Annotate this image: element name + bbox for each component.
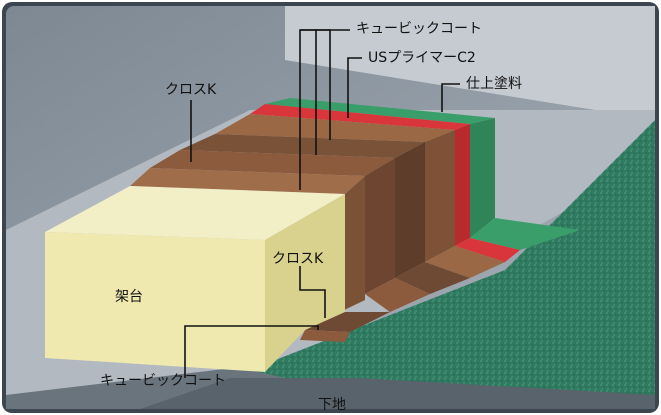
foot-primer xyxy=(455,238,520,262)
leader-finish xyxy=(441,83,460,112)
label-stand: 架台 xyxy=(115,289,143,305)
label-substrate: 下地 xyxy=(318,397,346,413)
leader-cubic-bottom xyxy=(184,325,319,378)
leader-crossk-lower xyxy=(299,266,326,318)
foot-crossk-upper xyxy=(425,246,505,278)
label-cubic-coat-top: キュービックコート xyxy=(356,21,482,37)
foot-crossk-mid xyxy=(365,278,430,312)
label-us-primer: USプライマーC2 xyxy=(368,50,476,66)
layer-finish-top xyxy=(265,98,495,124)
layer-finish-side xyxy=(470,118,495,238)
layer-primer-side xyxy=(455,124,470,246)
foot-cubic-upper xyxy=(395,262,470,294)
leader-cubic-top-3 xyxy=(316,29,331,140)
layer-crossk-mid-side xyxy=(365,158,395,294)
label-cubic-coat-bottom: キュービックコート xyxy=(100,373,226,389)
layer-primer-top xyxy=(250,104,470,130)
stand-front xyxy=(45,232,265,372)
finished-floor xyxy=(250,120,655,395)
substrate-strip xyxy=(140,378,655,409)
stand-side xyxy=(265,194,345,372)
layer-cubic-upper-top xyxy=(180,134,425,158)
stand-top xyxy=(45,186,345,240)
leader-lines xyxy=(184,29,460,378)
layer-crossk-upper-side xyxy=(425,130,455,262)
label-cross-k-lower: クロスK xyxy=(272,251,324,267)
layer-cubic-upper-side xyxy=(395,142,425,278)
layer-crossk-upper-top xyxy=(215,114,455,142)
layer-base-top xyxy=(130,168,365,194)
label-cross-k-top: クロスK xyxy=(165,82,217,98)
leader-us-primer xyxy=(347,57,362,118)
label-finish-paint: 仕上塗料 xyxy=(466,76,522,92)
layer-base-side xyxy=(340,176,365,312)
foot-finish xyxy=(470,218,580,250)
layer-crossk-mid-top xyxy=(150,150,395,176)
foot-edge xyxy=(300,330,350,342)
back-wall-panel xyxy=(285,6,655,110)
foot-base xyxy=(305,312,390,332)
